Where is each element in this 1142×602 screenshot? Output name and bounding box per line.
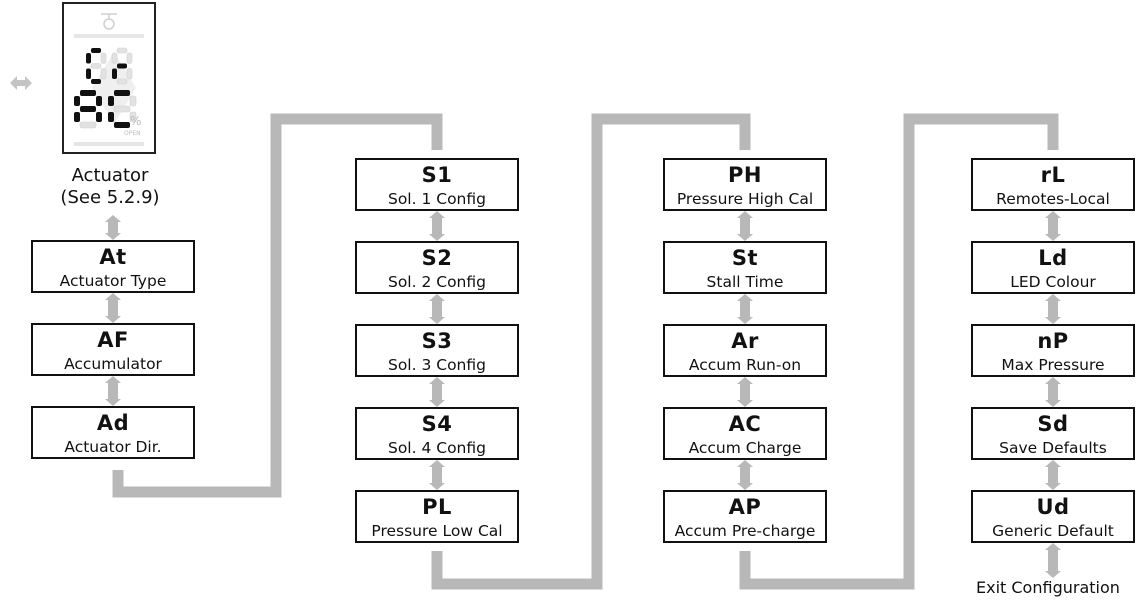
- menu-label: Sol. 2 Config: [357, 272, 517, 292]
- menu-code: Sd: [973, 413, 1133, 436]
- menu-label: Save Defaults: [973, 438, 1133, 458]
- menu-label: Sol. 3 Config: [357, 355, 517, 375]
- updown-arrow-icon: [105, 215, 121, 240]
- menu-item-s1[interactable]: S1 Sol. 1 Config: [355, 158, 519, 211]
- actuator-caption-ref: (See 5.2.9): [54, 187, 166, 209]
- menu-item-ld[interactable]: Ld LED Colour: [971, 241, 1135, 294]
- menu-item-st[interactable]: St Stall Time: [663, 241, 827, 294]
- updown-arrow-icon: [429, 377, 445, 407]
- menu-label: Actuator Dir.: [33, 437, 193, 457]
- menu-item-s4[interactable]: S4 Sol. 4 Config: [355, 407, 519, 460]
- actuator-display: % OPEN: [62, 2, 156, 154]
- menu-code: AP: [665, 496, 825, 519]
- updown-arrow-icon: [105, 293, 121, 323]
- menu-item-s2[interactable]: S2 Sol. 2 Config: [355, 241, 519, 294]
- actuator-caption-title: Actuator: [54, 165, 166, 187]
- menu-code: Ad: [33, 412, 193, 435]
- menu-code: St: [665, 247, 825, 270]
- valve-icon: [101, 14, 117, 29]
- menu-code: nP: [973, 330, 1133, 353]
- menu-label: Max Pressure: [973, 355, 1133, 375]
- menu-label: Accum Charge: [665, 438, 825, 458]
- menu-item-at[interactable]: At Actuator Type: [31, 240, 195, 293]
- menu-item-af[interactable]: AF Accumulator: [31, 323, 195, 376]
- menu-item-ac[interactable]: AC Accum Charge: [663, 407, 827, 460]
- menu-label: Sol. 4 Config: [357, 438, 517, 458]
- updown-arrow-icon: [1045, 377, 1061, 407]
- menu-item-ar[interactable]: Ar Accum Run-on: [663, 324, 827, 377]
- menu-item-ud[interactable]: Ud Generic Default: [971, 490, 1135, 543]
- menu-code: S2: [357, 247, 517, 270]
- updown-arrow-icon: [429, 211, 445, 241]
- updown-arrow-icon: [429, 294, 445, 324]
- menu-label: Pressure Low Cal: [357, 521, 517, 541]
- display-bottom-bar: [74, 142, 144, 146]
- updown-arrow-icon: [737, 294, 753, 324]
- menu-code: S3: [357, 330, 517, 353]
- menu-code: rL: [973, 164, 1133, 187]
- menu-label: Actuator Type: [33, 271, 193, 291]
- menu-code: AC: [665, 413, 825, 436]
- menu-item-ph[interactable]: PH Pressure High Cal: [663, 158, 827, 211]
- menu-label: Accum Pre-charge: [665, 521, 825, 541]
- menu-code: Ld: [973, 247, 1133, 270]
- menu-code: Ar: [665, 330, 825, 353]
- menu-label: LED Colour: [973, 272, 1133, 292]
- updown-arrow-icon: [105, 376, 121, 406]
- menu-label: Pressure High Cal: [665, 189, 825, 209]
- menu-code: AF: [33, 329, 193, 352]
- exit-configuration-label: Exit Configuration: [976, 578, 1120, 597]
- menu-item-pl[interactable]: PL Pressure Low Cal: [355, 490, 519, 543]
- menu-item-ap[interactable]: AP Accum Pre-charge: [663, 490, 827, 543]
- menu-item-ad[interactable]: Ad Actuator Dir.: [31, 406, 195, 459]
- updown-arrow-icon: [429, 460, 445, 490]
- display-percent: %: [130, 114, 141, 128]
- menu-item-rl[interactable]: rL Remotes-Local: [971, 158, 1135, 211]
- menu-label: Generic Default: [973, 521, 1133, 541]
- menu-label: Accumulator: [33, 354, 193, 374]
- menu-code: S1: [357, 164, 517, 187]
- menu-item-sd[interactable]: Sd Save Defaults: [971, 407, 1135, 460]
- menu-code: Ud: [973, 496, 1133, 519]
- display-open-label: OPEN: [124, 130, 141, 137]
- updown-arrow-icon: [1045, 211, 1061, 241]
- menu-code: S4: [357, 413, 517, 436]
- display-top-bar: [74, 34, 144, 38]
- double-arrow-icon: [10, 75, 32, 91]
- updown-arrow-icon: [1045, 543, 1061, 578]
- menu-label: Remotes-Local: [973, 189, 1133, 209]
- menu-code: At: [33, 246, 193, 269]
- menu-label: Sol. 1 Config: [357, 189, 517, 209]
- actuator-caption: Actuator (See 5.2.9): [54, 165, 166, 209]
- menu-label: Accum Run-on: [665, 355, 825, 375]
- menu-code: PH: [665, 164, 825, 187]
- updown-arrow-icon: [737, 377, 753, 407]
- updown-arrow-icon: [737, 460, 753, 490]
- updown-arrow-icon: [1045, 460, 1061, 490]
- updown-arrow-icon: [737, 211, 753, 241]
- menu-item-s3[interactable]: S3 Sol. 3 Config: [355, 324, 519, 377]
- menu-label: Stall Time: [665, 272, 825, 292]
- updown-arrow-icon: [1045, 294, 1061, 324]
- menu-item-np[interactable]: nP Max Pressure: [971, 324, 1135, 377]
- menu-code: PL: [357, 496, 517, 519]
